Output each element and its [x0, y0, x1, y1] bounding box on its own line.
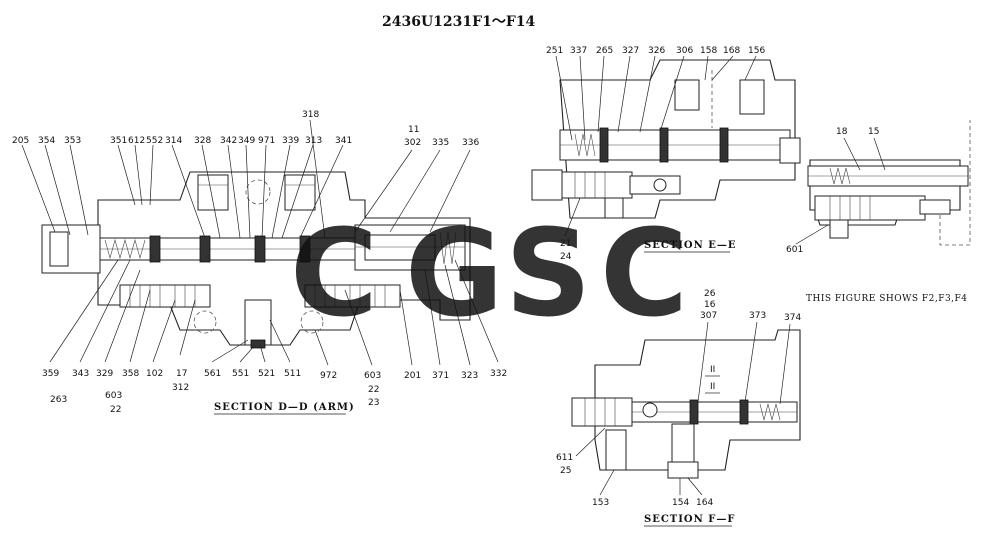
ee-label: 158 — [700, 46, 717, 56]
dd-label: 11 — [408, 125, 419, 135]
section-ff-caption: SECTION F—F — [644, 514, 735, 525]
dd-label: 22 — [368, 385, 379, 395]
ff-label: 164 — [696, 498, 713, 508]
ee-label: 16 — [704, 300, 716, 310]
dd-label: 263 — [50, 395, 67, 405]
section-ee-drawing — [531, 59, 801, 219]
section-ee-detail — [807, 120, 971, 246]
dd-label: 336 — [462, 138, 479, 148]
dd-label: 302 — [404, 138, 421, 148]
dd-label: 22 — [110, 405, 121, 415]
ee-label: 306 — [676, 46, 693, 56]
ee-label: 601 — [786, 245, 803, 255]
ee-label: 251 — [546, 46, 563, 56]
figure-title: 2436U1231F1～F14 — [382, 14, 535, 30]
ee-label: 21 — [560, 239, 571, 249]
dd-label: 329 — [96, 369, 113, 379]
cgsc-watermark-logo: C G S C — [290, 205, 688, 344]
dd-cap-plug — [49, 231, 69, 267]
ee-valve-body — [559, 59, 796, 219]
ff-label: II — [710, 365, 715, 375]
ff-label: 611 — [556, 453, 573, 463]
dd-labels: 205 354 353 351 612 552 314 328 342 349 … — [12, 110, 507, 415]
ee-label: 18 — [836, 127, 848, 137]
dd-label: 102 — [146, 369, 163, 379]
dd-label: 603 — [105, 391, 122, 401]
dd-label: 351 — [110, 136, 127, 146]
watermark-letter: S — [505, 205, 591, 344]
ee-label: 337 — [570, 46, 587, 56]
dd-label: 551 — [232, 369, 249, 379]
dd-label: 612 — [128, 136, 145, 146]
ee-label: 168 — [723, 46, 740, 56]
section-dd-drawing — [41, 171, 471, 349]
ee-label: 326 — [648, 46, 665, 56]
figure-note: THIS FIGURE SHOWS F2,F3,F4 — [806, 294, 968, 304]
dd-label: 358 — [122, 369, 139, 379]
section-ff-drawing — [571, 329, 801, 479]
ee-label: 26 — [704, 289, 716, 299]
dd-label: 354 — [38, 136, 55, 146]
dd-label: 201 — [404, 371, 421, 381]
ee-leaders — [555, 55, 886, 245]
ee-label: 24 — [560, 252, 572, 262]
dd-label: 371 — [432, 371, 449, 381]
dd-label: 342 — [220, 136, 237, 146]
section-ee-caption: SECTION E—E — [644, 240, 737, 251]
ff-label: 153 — [592, 498, 609, 508]
watermark-letter: G — [405, 205, 504, 344]
dd-label: 335 — [432, 138, 449, 148]
dd-label: 17 — [176, 369, 187, 379]
dd-label: 313 — [305, 136, 322, 146]
dd-label: 314 — [165, 136, 182, 146]
dd-label: 349 — [238, 136, 255, 146]
dd-label: 511 — [284, 369, 301, 379]
ff-labels: 307 373 374 II II 611 25 153 154 164 — [556, 311, 801, 508]
dd-label: 23 — [368, 398, 379, 408]
ee-label: 265 — [596, 46, 613, 56]
ff-valve-body — [594, 329, 801, 471]
dd-label: 318 — [302, 110, 319, 120]
ff-label: 25 — [560, 466, 571, 476]
dd-label: 205 — [12, 136, 29, 146]
ff-label: 373 — [749, 311, 766, 321]
dd-label: 343 — [72, 369, 89, 379]
dd-label: 332 — [490, 369, 507, 379]
section-dd-caption: SECTION D—D (ARM) — [214, 402, 355, 413]
dd-label: 312 — [172, 383, 189, 393]
dd-label: 603 — [364, 371, 381, 381]
dd-label: 972 — [320, 371, 337, 381]
ff-label: 154 — [672, 498, 689, 508]
dd-label: 561 — [204, 369, 221, 379]
dd-label: 353 — [64, 136, 81, 146]
dd-label: 341 — [335, 136, 352, 146]
ee-label: 327 — [622, 46, 639, 56]
watermark-letter: C — [290, 205, 378, 344]
dd-valve-body — [97, 171, 471, 346]
dd-leaders — [21, 119, 499, 366]
watermark-letter: C — [600, 205, 688, 344]
dd-label: 552 — [146, 136, 163, 146]
ee-label: 15 — [868, 127, 879, 137]
dd-label: 521 — [258, 369, 275, 379]
ff-label: II — [710, 382, 715, 392]
ee-label: 156 — [748, 46, 765, 56]
ff-label: 307 — [700, 311, 717, 321]
dd-label: 328 — [194, 136, 211, 146]
dd-label: 971 — [258, 136, 275, 146]
ff-plug — [571, 397, 633, 427]
dd-label: 323 — [461, 371, 478, 381]
ff-label: 374 — [784, 313, 801, 323]
dd-label: 359 — [42, 369, 59, 379]
ee-labels: 251 337 265 327 326 306 158 168 156 21 2… — [546, 46, 879, 310]
dd-label: 339 — [282, 136, 299, 146]
ff-leaders — [575, 321, 791, 496]
